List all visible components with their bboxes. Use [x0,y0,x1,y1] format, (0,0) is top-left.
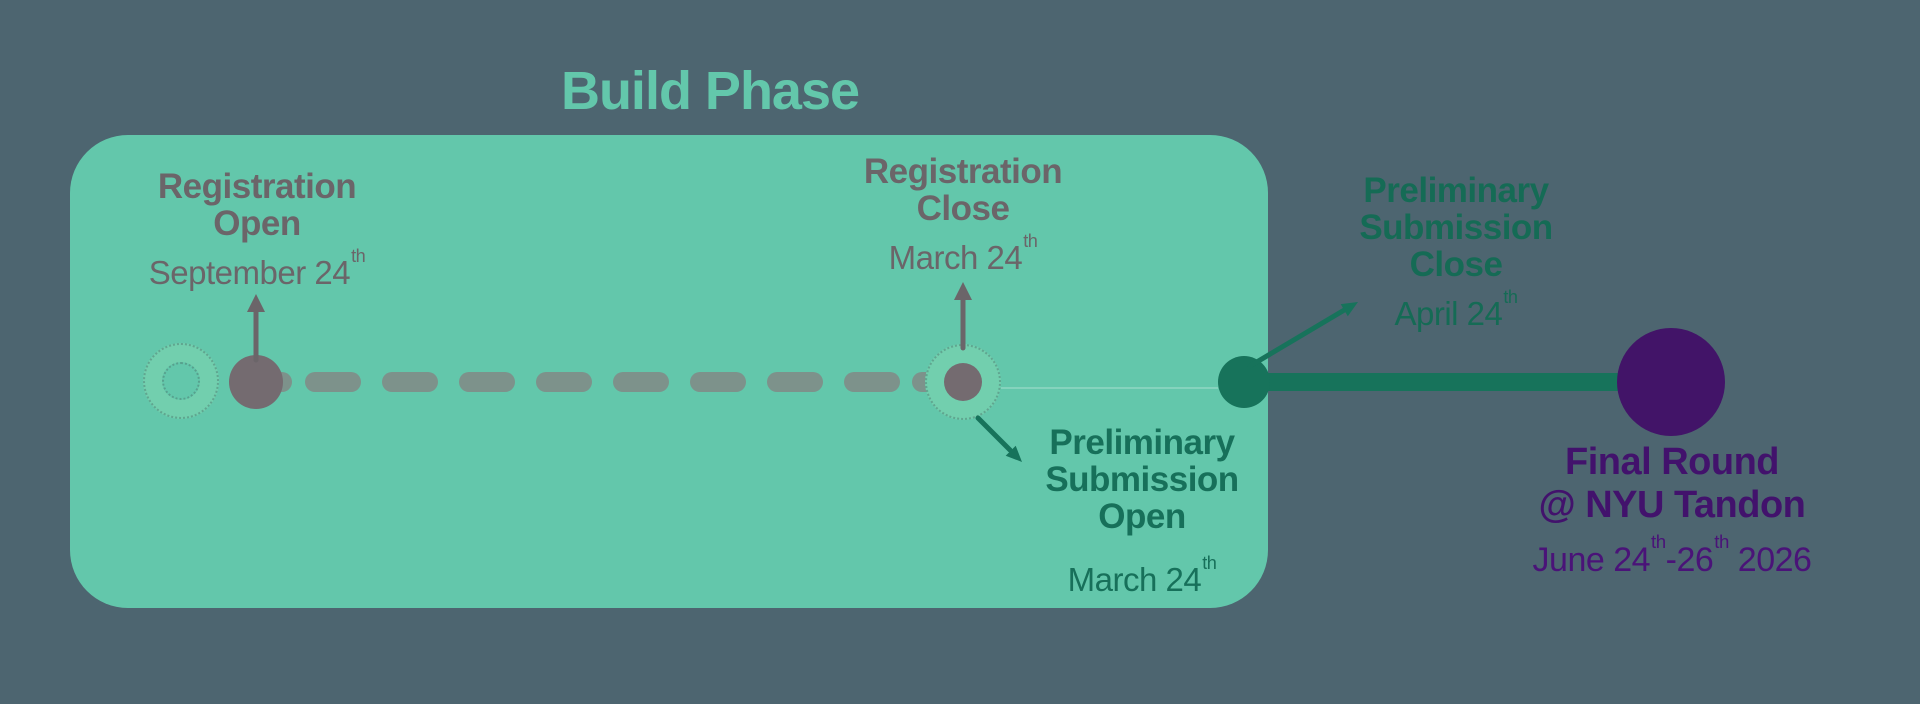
milestone-date: April 24th [1306,288,1606,333]
ghost-ring [143,343,219,419]
date-text: March 24 [888,239,1023,276]
dash [690,372,746,392]
date-text: April 24 [1394,295,1503,332]
label-line: Preliminary [1363,171,1549,210]
date-ordinal: th [1202,553,1217,574]
dash [767,372,823,392]
label-line: Final Round [1564,441,1780,483]
label-line: Close [916,189,1010,228]
label-line: Open [213,204,301,243]
milestone-label: Final Round @ NYU Tandon [1497,441,1847,527]
date-text: -26 [1665,541,1714,579]
dash [613,372,669,392]
timeline-dot-registration-close [944,363,982,401]
milestone-final-round: Final Round @ NYU Tandon June 24th-26th … [1497,441,1847,580]
label-line: Close [1409,245,1503,284]
milestone-registration-open: Registration Open September 24th [107,168,407,292]
date-ordinal: th [1023,231,1038,252]
dash [382,372,438,392]
label-line: @ NYU Tandon [1538,484,1806,526]
milestone-preliminary-submission-open: Preliminary Submission Open March 24th [992,424,1292,599]
timeline-connector [1244,373,1674,391]
final-round-node [1617,328,1725,436]
date-text: 2026 [1728,541,1812,579]
ghost-ring-inner [162,362,200,400]
milestone-date: September 24th [107,247,407,292]
date-ordinal: th [1714,531,1729,553]
dash [844,372,900,392]
timeline-dot-registration-open [229,355,283,409]
timeline-thin-line [1001,387,1218,389]
date-ordinal: th [351,246,366,267]
milestone-label: Preliminary Submission Close [1306,172,1606,283]
dash [536,372,592,392]
label-line: Submission [1045,460,1239,499]
dash [305,372,361,392]
milestone-label: Preliminary Submission Open [992,424,1292,535]
label-line: Open [1098,497,1186,536]
date-text: March 24 [1067,561,1202,598]
milestone-date: March 24th [992,554,1292,599]
date-text: June 24 [1532,541,1651,579]
timeline-dot-preliminary-close [1218,356,1270,408]
milestone-date: March 24th [813,232,1113,277]
registration-close-halo [925,344,1001,420]
milestone-preliminary-submission-close: Preliminary Submission Close April 24th [1306,172,1606,333]
label-line: Registration [157,167,357,206]
milestone-label: Registration Open [107,168,407,242]
arrow-up-right-icon [1247,302,1358,369]
label-line: Registration [863,152,1063,191]
date-text: September 24 [148,254,351,291]
label-line: Preliminary [1049,423,1235,462]
milestone-date: June 24th-26th 2026 [1497,533,1847,580]
milestone-label: Registration Close [813,153,1113,227]
date-ordinal: th [1651,531,1666,553]
arrow-down-right-icon [975,415,1022,462]
dash [459,372,515,392]
arrow-up-icon [954,282,972,351]
dashed-line [305,372,900,392]
build-phase-title: Build Phase [560,61,860,121]
label-line: Submission [1359,208,1553,247]
milestone-registration-close: Registration Close March 24th [813,153,1113,277]
date-ordinal: th [1503,287,1518,308]
arrow-up-icon [247,294,265,363]
